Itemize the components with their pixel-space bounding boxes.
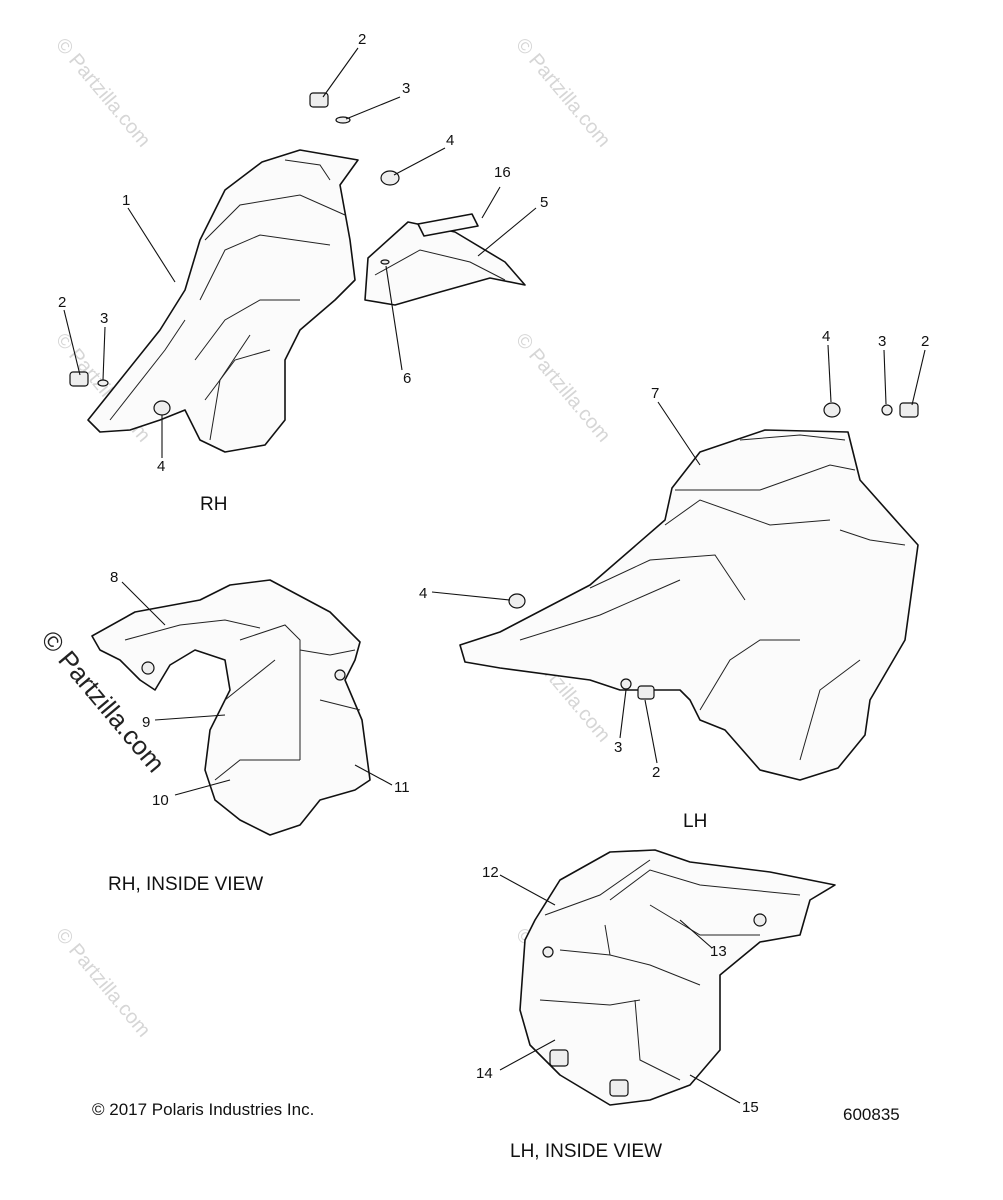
- view-label-rh-inside: RH, INSIDE VIEW: [108, 874, 263, 895]
- nut-icon: [380, 170, 400, 186]
- callout-2: 2: [652, 764, 660, 781]
- view-label-rh: RH: [200, 494, 227, 515]
- push-rivet-icon: [637, 685, 655, 700]
- lh-inside-leaders: [499, 874, 741, 1104]
- callout-11: 11: [394, 779, 410, 796]
- nut-icon: [153, 400, 171, 416]
- push-rivet-icon: [309, 92, 329, 108]
- callout-7: 7: [651, 385, 659, 402]
- callout-2: 2: [358, 31, 366, 48]
- lh-inside-assembly: [519, 849, 836, 1106]
- rh-inside-leaders: [121, 581, 393, 796]
- view-label-lh-inside: LH, INSIDE VIEW: [510, 1141, 662, 1162]
- nut-icon: [508, 593, 526, 609]
- watermark-1: © Partzilla.com: [51, 34, 154, 151]
- view-label-lh: LH: [683, 811, 707, 832]
- callout-6: 6: [403, 370, 411, 387]
- decal-part: [417, 213, 479, 237]
- callout-3: 3: [100, 310, 108, 327]
- callout-9: 9: [142, 714, 150, 731]
- callout-10: 10: [152, 792, 169, 809]
- lh-fender-assembly: [459, 402, 919, 781]
- callout-2: 2: [921, 333, 929, 350]
- washer-icon: [620, 678, 632, 690]
- mount-hole-icon: [542, 946, 554, 958]
- callout-13: 13: [710, 943, 727, 960]
- callout-12: 12: [482, 864, 499, 881]
- callout-2: 2: [58, 294, 66, 311]
- callout-5: 5: [540, 194, 548, 211]
- callout-16: 16: [494, 164, 511, 181]
- callout-14: 14: [476, 1065, 493, 1082]
- washer-icon: [380, 259, 390, 265]
- mount-hole-icon: [334, 669, 346, 681]
- callout-1: 1: [122, 192, 130, 209]
- fender-lh-part: [459, 429, 919, 781]
- copyright-text: © 2017 Polaris Industries Inc.: [92, 1100, 314, 1119]
- callout-8: 8: [110, 569, 118, 586]
- push-rivet-icon: [69, 371, 89, 387]
- tab-icon: [609, 1079, 629, 1097]
- nut-icon: [823, 402, 841, 418]
- callout-4: 4: [822, 328, 830, 345]
- callout-4: 4: [157, 458, 165, 475]
- diagram-number: 600835: [843, 1105, 900, 1124]
- watermark-2: © Partzilla.com: [511, 34, 614, 151]
- rh-inside-shell-part: [91, 579, 371, 836]
- lh-leaders: [431, 344, 926, 764]
- washer-icon: [97, 379, 109, 387]
- callout-3: 3: [614, 739, 622, 756]
- callout-3: 3: [402, 80, 410, 97]
- lh-inside-shell-part: [519, 849, 836, 1106]
- callout-3: 3: [878, 333, 886, 350]
- mount-hole-icon: [753, 913, 767, 927]
- lh-callouts: 4 3 2 7 4 3 2: [419, 328, 929, 781]
- callout-15: 15: [742, 1099, 759, 1116]
- lh-inside-callouts: 12 13 14 15: [476, 864, 759, 1116]
- rh-inside-assembly: [91, 579, 371, 836]
- callout-4: 4: [446, 132, 454, 149]
- watermark-4: © Partzilla.com: [511, 329, 614, 446]
- washer-icon: [881, 404, 893, 416]
- callout-4: 4: [419, 585, 427, 602]
- push-rivet-icon: [899, 402, 919, 418]
- rh-leaders: [63, 47, 537, 458]
- mount-hole-icon: [141, 661, 155, 675]
- rh-inside-callouts: 8 9 10 11: [110, 569, 410, 809]
- fender-rh-part: [87, 149, 359, 453]
- watermark-6: © Partzilla.com: [51, 924, 154, 1041]
- rh-callouts: 1 2 3 4 16 5 2 3 6 4: [58, 31, 548, 475]
- tab-icon: [549, 1049, 569, 1067]
